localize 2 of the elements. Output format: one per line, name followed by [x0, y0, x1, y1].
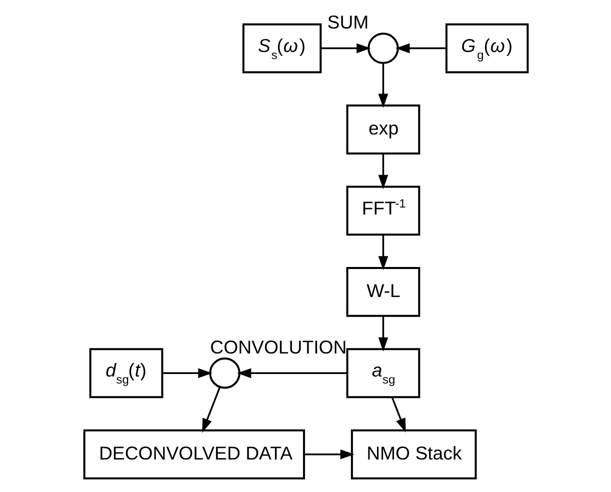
node-label: CONVOLUTION: [210, 336, 346, 358]
node-label: SUM: [326, 12, 368, 33]
